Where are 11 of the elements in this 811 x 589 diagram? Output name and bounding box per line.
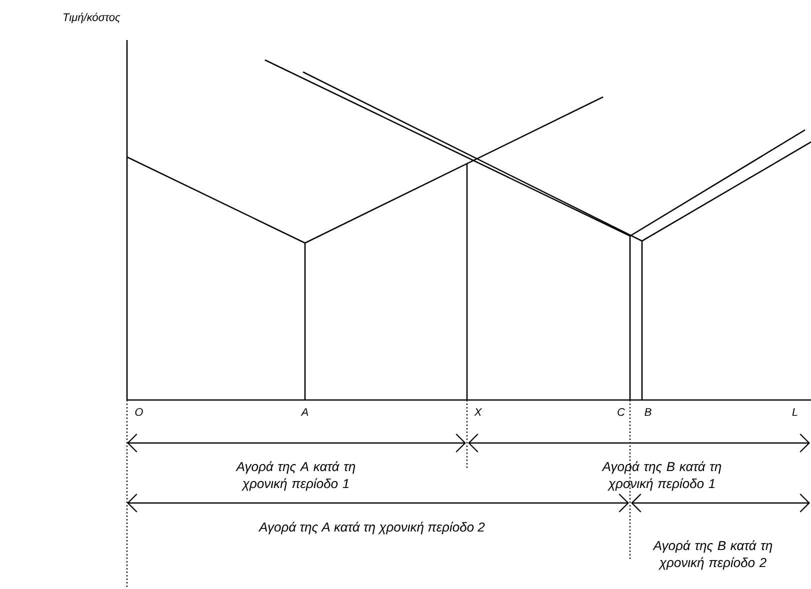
point-label: C [618,408,626,416]
point-label: L [792,408,798,416]
market-area-label: Αγορά της A κατά τη χρονική περίοδο 1 [236,461,356,491]
market-area-label: Αγορά της A κατά τη χρονική περίοδο 2 [258,522,485,534]
point-label: B [644,408,652,416]
point-label: X [474,408,482,416]
market-area-label: Αγορά της B κατά τη χρονική περίοδο 2 [652,540,772,570]
axis-label: Τιμή/κόστος [64,12,120,24]
point-label: O [135,408,143,416]
market-area-label: Αγορά της B κατά τη χρονική περίοδο 1 [602,461,722,491]
point-label: A [300,408,308,416]
